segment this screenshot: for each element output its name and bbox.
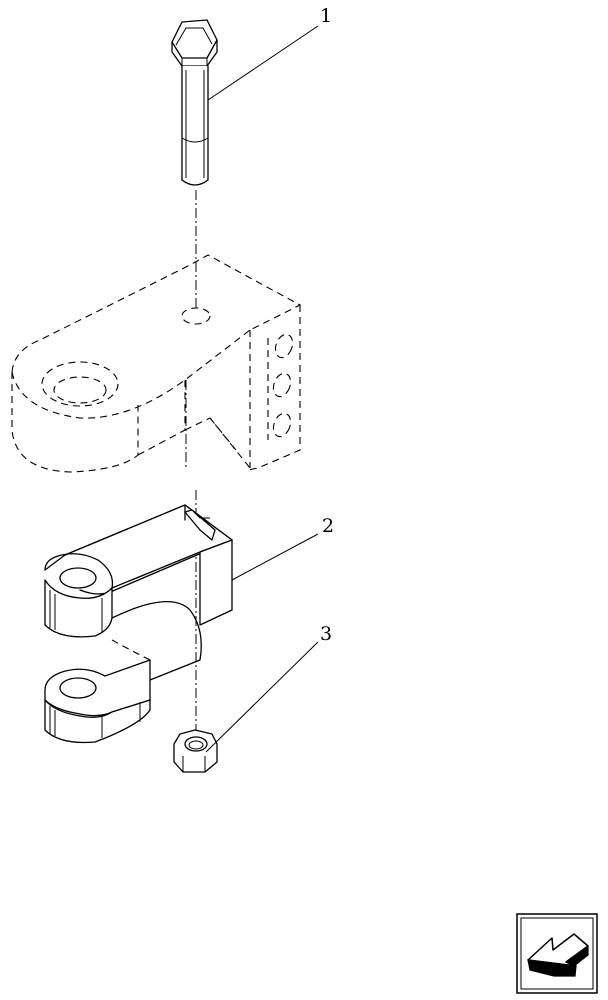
clevis-part[interactable] xyxy=(44,504,233,744)
back-arrow-icon[interactable] xyxy=(516,913,598,994)
callout-1: 1 xyxy=(320,5,332,27)
leader-line-3 xyxy=(205,641,319,753)
callout-3: 3 xyxy=(320,623,332,645)
callout-2: 2 xyxy=(322,515,334,537)
leader-line-1 xyxy=(207,25,319,101)
assembly-center-line xyxy=(185,190,197,735)
mounting-bracket-phantom xyxy=(11,254,302,473)
leader-line-2 xyxy=(231,533,319,581)
hex-nut-part[interactable] xyxy=(173,729,218,773)
bolt-part[interactable] xyxy=(171,19,218,186)
